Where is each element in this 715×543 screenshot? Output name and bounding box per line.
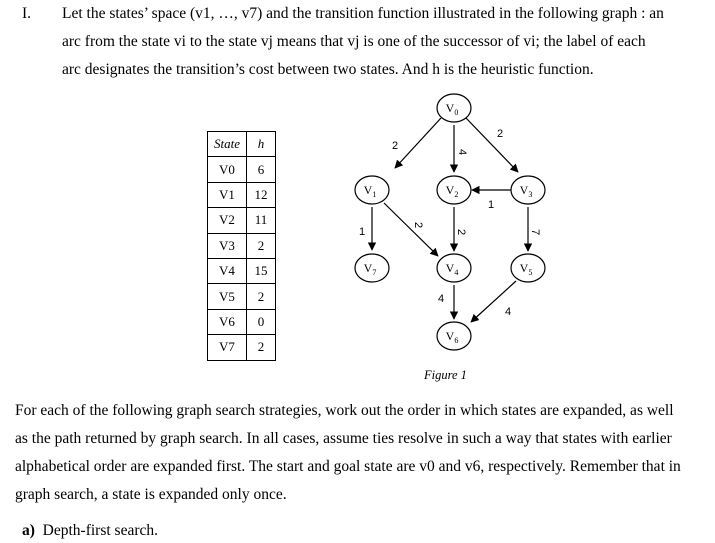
graph-node-v3: V3 bbox=[510, 175, 546, 205]
table-cell-h: 2 bbox=[246, 334, 276, 361]
graph-node-v7: V7 bbox=[354, 253, 390, 283]
edge-v5-v6 bbox=[470, 280, 517, 323]
node-circle bbox=[436, 253, 472, 283]
node-circle bbox=[510, 175, 546, 205]
edge-cost-label: 1 bbox=[488, 199, 494, 211]
edge-cost-label: 4 bbox=[456, 149, 468, 155]
edge-v1-v4 bbox=[383, 202, 439, 257]
table-cell-h: 11 bbox=[246, 207, 276, 234]
question-text: Depth-first search. bbox=[42, 522, 159, 539]
graph-node-v1: V1 bbox=[354, 175, 390, 205]
graph-node-v0: V0 bbox=[436, 93, 472, 123]
intro-line: Let the states’ space (v1, …, v7) and th… bbox=[62, 5, 664, 22]
instructions-paragraph: For each of the following graph search s… bbox=[15, 397, 705, 509]
table-cell-h: 2 bbox=[246, 283, 276, 310]
instructions-line: as the path returned by graph search. In… bbox=[15, 430, 672, 447]
instructions-line: alphabetical order are expanded first. T… bbox=[15, 458, 681, 475]
node-circle bbox=[354, 175, 390, 205]
table-cell-h: 2 bbox=[246, 232, 276, 259]
edge-cost-label: 2 bbox=[455, 229, 467, 235]
figure-caption: Figure 1 bbox=[424, 368, 467, 382]
node-circle bbox=[436, 175, 472, 205]
instructions-line: graph search, a state is expanded only o… bbox=[15, 486, 287, 503]
intro-line: arc designates the transition’s cost bet… bbox=[62, 61, 594, 78]
node-circle bbox=[354, 253, 390, 283]
intro-line: arc from the state vi to the state vj me… bbox=[62, 33, 646, 50]
edge-cost-label: 1 bbox=[359, 226, 365, 238]
node-circle bbox=[436, 93, 472, 123]
node-circle bbox=[510, 253, 546, 283]
instructions-line: For each of the following graph search s… bbox=[15, 402, 674, 419]
table-cell-state: V4 bbox=[207, 257, 247, 285]
edge-v0-v1 bbox=[394, 117, 442, 169]
table-cell-h: 0 bbox=[246, 308, 276, 336]
table-cell-state: V6 bbox=[207, 308, 247, 336]
table-header-h: h bbox=[246, 130, 276, 158]
table-cell-state: V3 bbox=[207, 232, 247, 259]
edge-cost-label: 2 bbox=[412, 222, 424, 228]
graph-node-v5: V5 bbox=[510, 253, 546, 283]
edge-cost-label: 7 bbox=[529, 229, 541, 235]
section-number: I. bbox=[22, 5, 32, 22]
edge-cost-label: 4 bbox=[505, 306, 511, 318]
intro-paragraph: Let the states’ space (v1, …, v7) and th… bbox=[62, 0, 702, 84]
edge-cost-label: 4 bbox=[438, 293, 444, 305]
graph-node-v6: V6 bbox=[436, 321, 472, 351]
edge-cost-label: 2 bbox=[497, 128, 503, 140]
graph-node-v2: V2 bbox=[436, 175, 472, 205]
table-cell-state: V7 bbox=[207, 334, 247, 361]
edge-v0-v3 bbox=[465, 117, 519, 173]
question-a: a) Depth-first search. bbox=[22, 522, 158, 540]
table-header-row: State h bbox=[207, 130, 276, 158]
question-label: a) bbox=[22, 522, 35, 539]
node-circle bbox=[436, 321, 472, 351]
graph-node-v4: V4 bbox=[436, 253, 472, 283]
table-cell-state: V1 bbox=[207, 181, 247, 209]
table-cell-state: V5 bbox=[207, 283, 247, 310]
edge-cost-label: 2 bbox=[392, 140, 398, 152]
